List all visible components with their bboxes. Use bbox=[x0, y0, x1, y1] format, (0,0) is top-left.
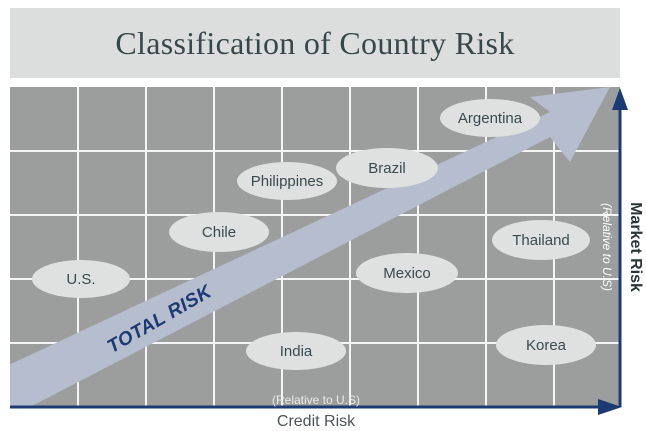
country-argentina: Argentina bbox=[440, 99, 540, 137]
x-axis-note: (Relative to U.S) bbox=[271, 393, 361, 407]
title-band: Classification of Country Risk bbox=[10, 8, 620, 78]
country-mexico: Mexico bbox=[356, 253, 458, 293]
x-axis-arrowhead bbox=[598, 399, 622, 415]
y-axis-label: Market Risk bbox=[627, 202, 644, 292]
country-brazil: Brazil bbox=[336, 148, 438, 188]
country-india: India bbox=[246, 332, 346, 370]
y-axis-arrowhead bbox=[612, 88, 628, 110]
country-us: U.S. bbox=[32, 260, 130, 298]
diagram-title: Classification of Country Risk bbox=[115, 24, 515, 61]
x-axis-label: Credit Risk bbox=[276, 413, 356, 430]
y-axis-note: (Relative to U.S) bbox=[600, 202, 614, 292]
country-korea: Korea bbox=[496, 325, 596, 365]
grid-lines bbox=[10, 87, 620, 407]
country-philippines: Philippines bbox=[237, 162, 337, 200]
country-thailand: Thailand bbox=[492, 220, 590, 260]
country-chile: Chile bbox=[169, 212, 269, 252]
total-risk-arrow bbox=[10, 87, 610, 407]
